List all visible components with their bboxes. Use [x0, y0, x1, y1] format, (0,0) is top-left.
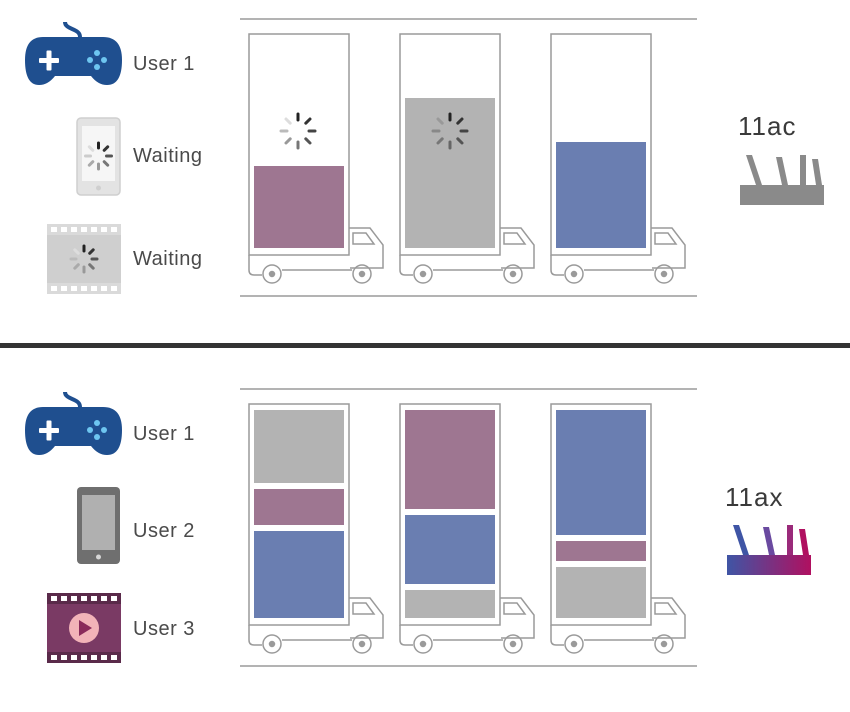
bottom-truck-1-cargo-purple — [254, 489, 344, 525]
truck-2-spinner-icon — [431, 112, 469, 150]
bottom-truck-3-cargo-gray — [556, 567, 646, 618]
bottom-truck-1 — [248, 403, 384, 654]
gamepad-icon — [25, 21, 122, 85]
bottom-truck-1-cargo-blue — [254, 531, 344, 618]
top-truck-3-cargo-blue — [556, 142, 646, 248]
top-truck-1 — [248, 33, 384, 284]
gamepad-icon — [25, 391, 122, 455]
top-truck-3 — [550, 33, 686, 284]
top-waiting-label-2: Waiting — [133, 248, 203, 270]
phone-icon — [77, 487, 120, 564]
bottom-truck-3-cargo-blue — [556, 410, 646, 535]
top-waiting-label-1: Waiting — [133, 145, 203, 167]
truck-1-spinner-icon — [279, 112, 317, 150]
router-11ac-icon — [740, 155, 824, 205]
top-truck-2-cargo-gray — [405, 98, 495, 248]
standard-11ax-label: 11ax — [725, 482, 784, 512]
video-icon — [47, 593, 121, 663]
bottom-truck-2-cargo-purple — [405, 410, 495, 509]
router-11ax-icon — [727, 525, 811, 575]
bottom-truck-3-cargo-purple — [556, 541, 646, 561]
bottom-truck-2-cargo-blue — [405, 515, 495, 584]
standard-11ac-label: 11ac — [738, 111, 797, 141]
bottom-truck-1-cargo-gray — [254, 410, 344, 483]
top-truck-1-cargo-purple — [254, 166, 344, 248]
section-divider — [0, 343, 850, 348]
bottom-truck-2 — [399, 403, 535, 654]
bottom-user2-label: User 2 — [133, 520, 195, 542]
bottom-user1-label: User 1 — [133, 423, 195, 445]
top-user1-label: User 1 — [133, 53, 195, 75]
phone-loading-icon — [76, 117, 121, 196]
bottom-truck-3 — [550, 403, 686, 654]
bottom-truck-2-cargo-gray — [405, 590, 495, 618]
film-loading-icon — [47, 224, 121, 294]
top-truck-2 — [399, 33, 535, 284]
bottom-user3-label: User 3 — [133, 618, 195, 640]
